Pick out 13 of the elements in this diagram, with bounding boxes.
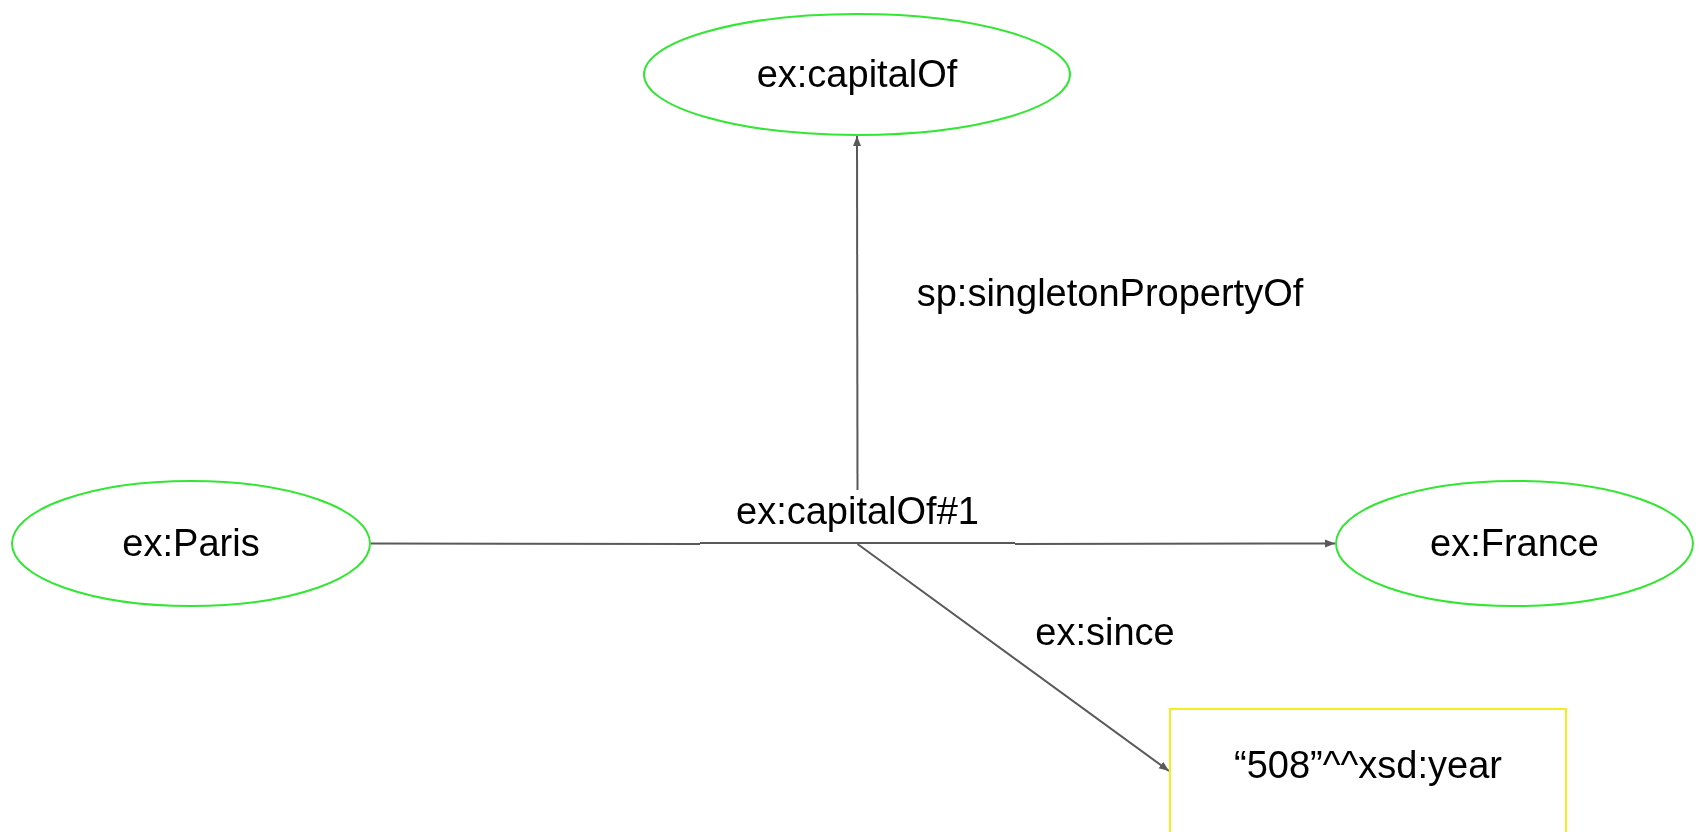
- connector-line: [370, 542, 701, 545]
- node-label: ex:capitalOf: [756, 53, 958, 96]
- node-label: “508”^^xsd:year: [1234, 744, 1502, 787]
- node-label: ex:capitalOf#1: [736, 490, 979, 533]
- literal-box: [1169, 708, 1567, 832]
- resource-ellipse: [11, 480, 371, 607]
- node-label: ex:Paris: [122, 522, 260, 565]
- arrow: [853, 135, 861, 491]
- node-label: ex:France: [1430, 522, 1599, 565]
- arrow: [856, 543, 1170, 772]
- resource-ellipse: [1335, 480, 1694, 607]
- class-ellipse: [643, 13, 1071, 136]
- arrow: [1014, 539, 1336, 548]
